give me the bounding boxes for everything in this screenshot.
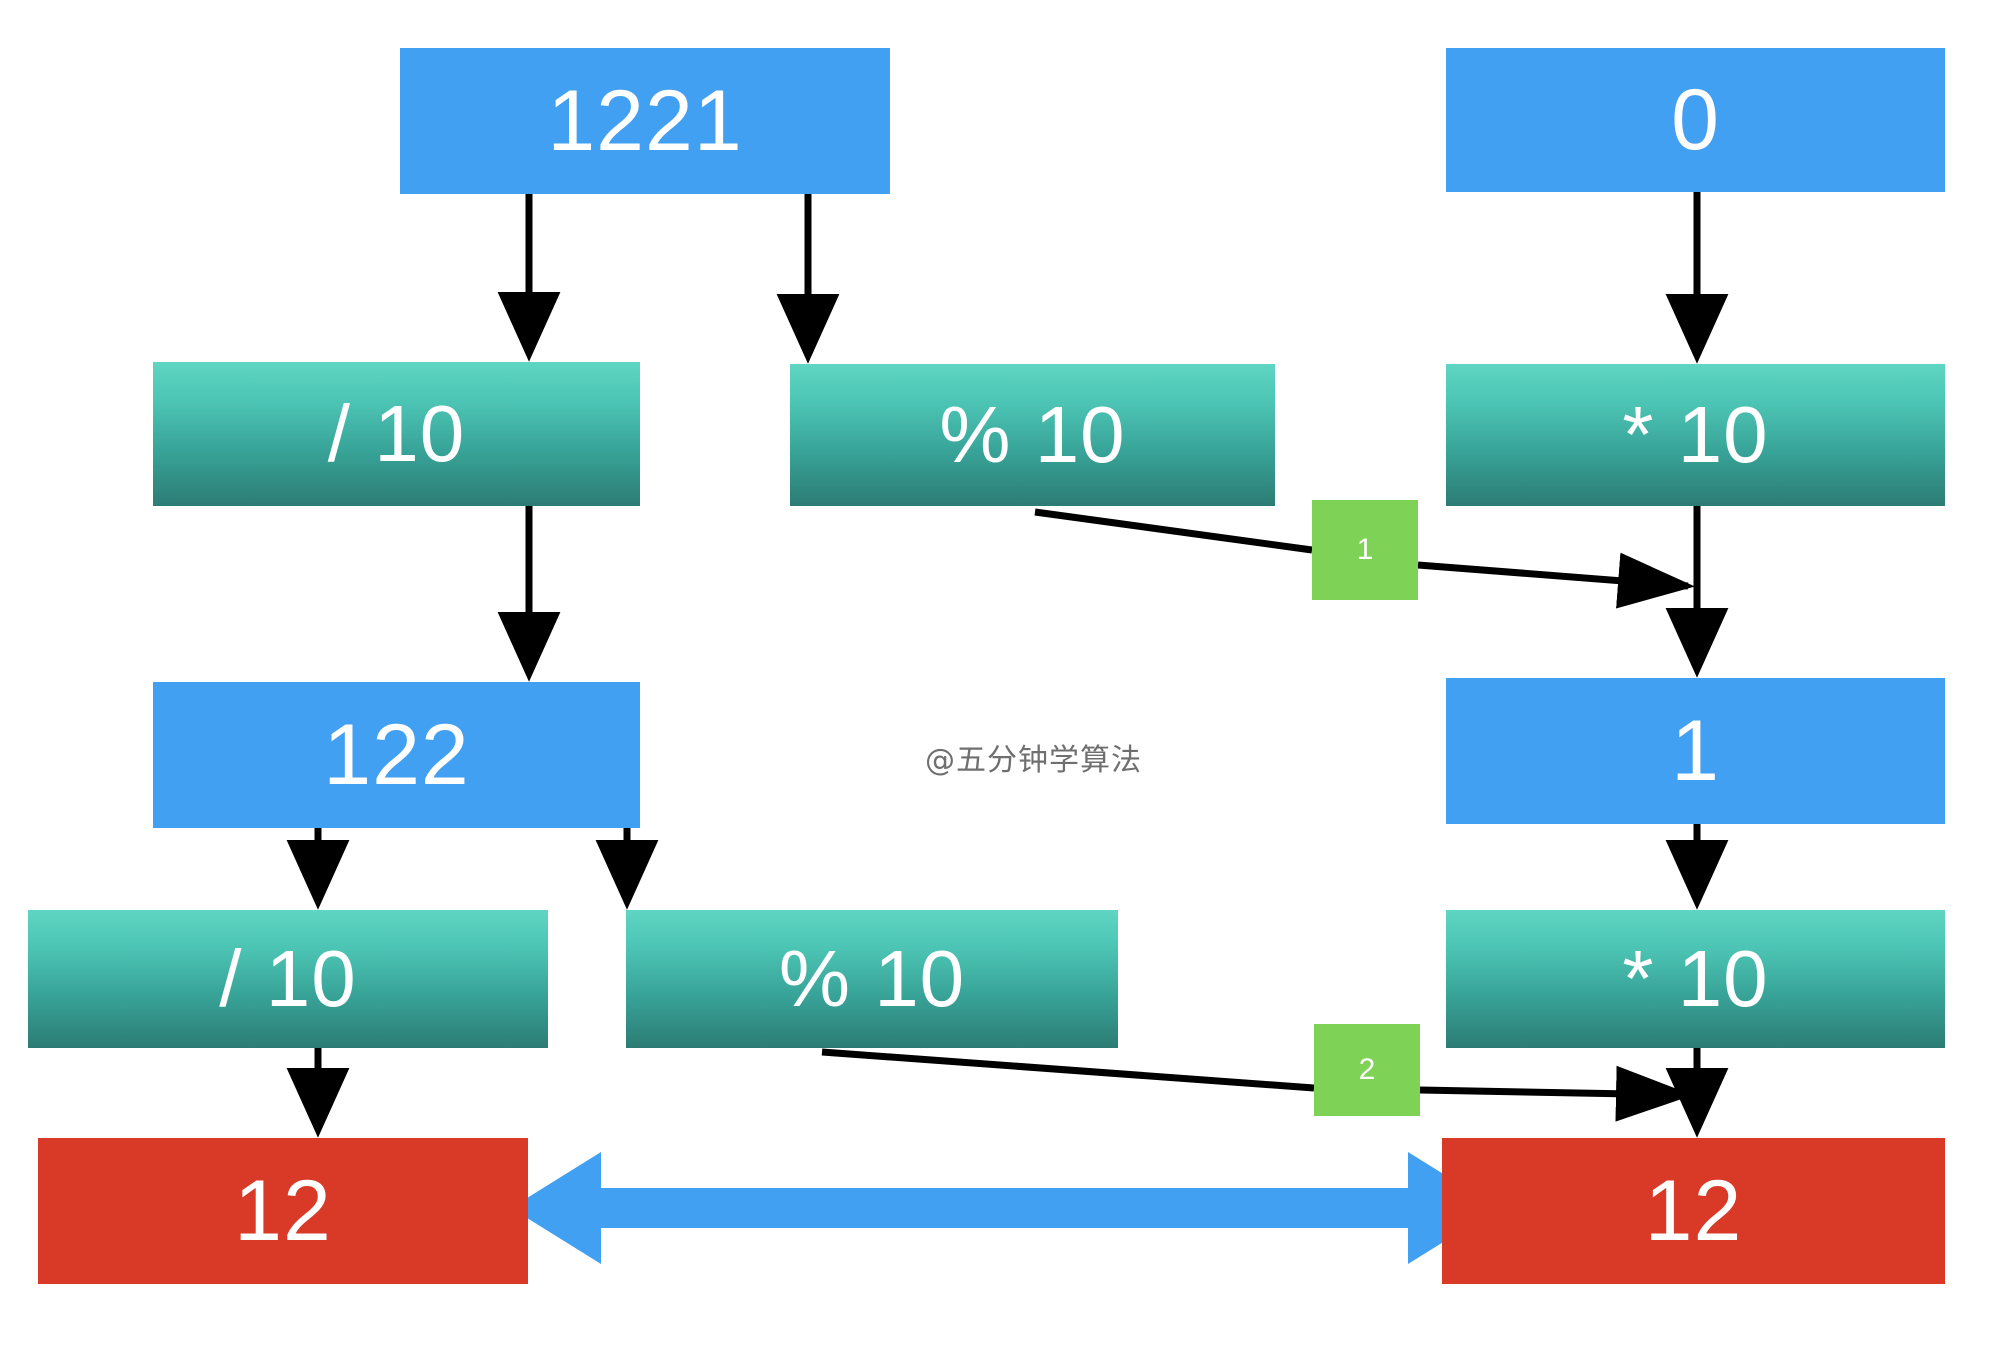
node-result-left[interactable]: 12 — [38, 1138, 528, 1284]
node-label: 12 — [234, 1162, 332, 1259]
node-label: * 10 — [1622, 934, 1769, 1023]
node-label: 1 — [1671, 702, 1720, 799]
watermark: @五分钟学算法 — [925, 743, 1142, 778]
node-one[interactable]: 1 — [1446, 678, 1945, 824]
node-label: / 10 — [219, 934, 357, 1023]
node-label: % 10 — [939, 390, 1126, 479]
node-label: 0 — [1671, 71, 1720, 168]
node-div10-b[interactable]: / 10 — [28, 910, 548, 1048]
edge-mod10b-to-mul10b — [821, 1048, 1693, 1122]
node-zero[interactable]: 0 — [1446, 48, 1945, 192]
node-mod10-b[interactable]: % 10 — [626, 910, 1118, 1048]
digit-badge-label: 2 — [1358, 1053, 1376, 1086]
node-mul10-b[interactable]: * 10 — [1446, 910, 1945, 1048]
node-result-right[interactable]: 12 — [1442, 1138, 1945, 1284]
node-mod10-a[interactable]: % 10 — [790, 364, 1275, 506]
digit-badge-label: 1 — [1356, 533, 1374, 566]
node-122[interactable]: 122 — [153, 682, 640, 828]
digit-badge-1: 1 — [1312, 500, 1418, 600]
node-label: 122 — [323, 706, 470, 803]
node-label: 12 — [1644, 1162, 1743, 1259]
node-label: % 10 — [778, 934, 966, 1023]
node-mul10-a[interactable]: * 10 — [1446, 364, 1945, 506]
node-1221[interactable]: 1221 — [400, 48, 890, 194]
node-label: / 10 — [327, 389, 466, 478]
node-label: 1221 — [547, 72, 743, 169]
edge-compare — [511, 1152, 1498, 1264]
digit-badge-2: 2 — [1314, 1024, 1420, 1116]
node-label: * 10 — [1622, 390, 1769, 479]
node-div10-a[interactable]: / 10 — [153, 362, 640, 506]
